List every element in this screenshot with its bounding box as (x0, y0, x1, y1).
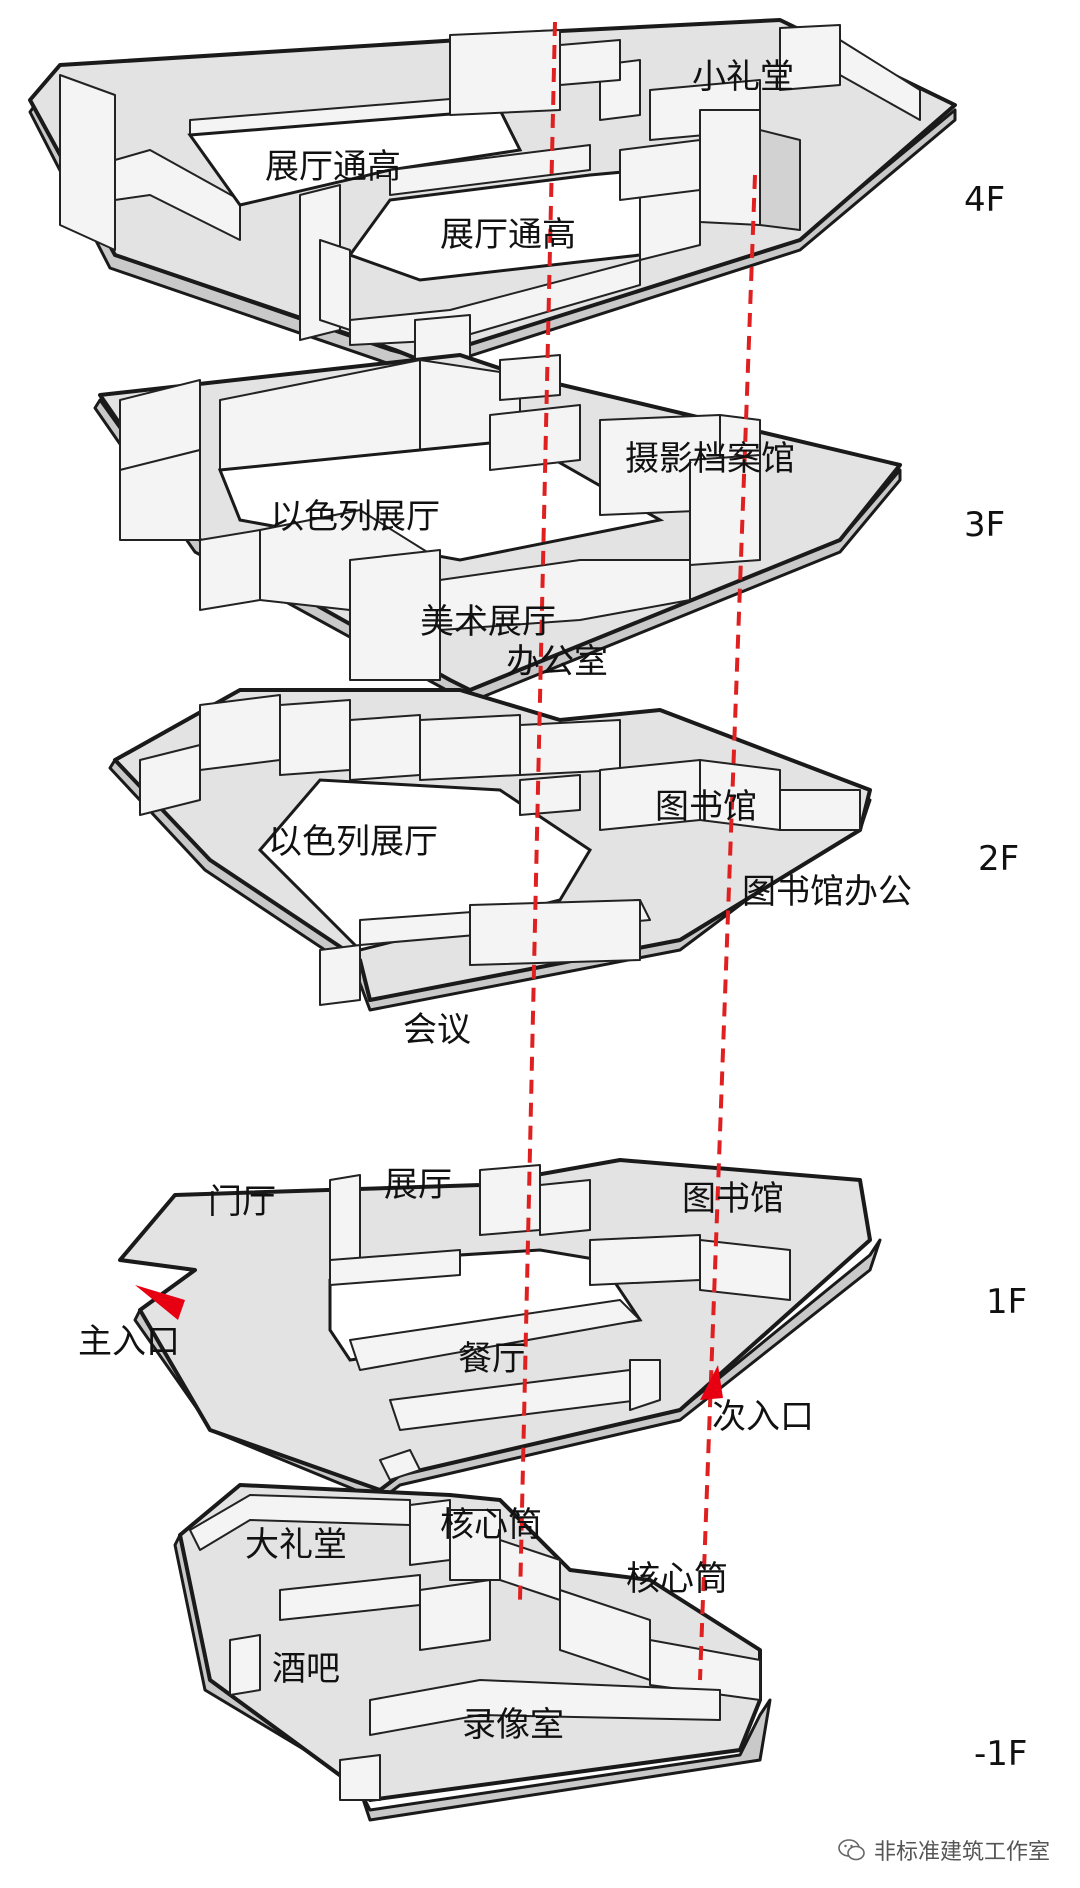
core-axis-right (698, 174, 757, 1681)
label-side-entrance: 次入口 (712, 1397, 814, 1437)
label-art-gallery: 美术展厅 (420, 602, 556, 642)
label-atrium-b: 展厅通高 (440, 215, 576, 255)
label-lobby: 门厅 (208, 1182, 276, 1222)
floor-plate-b1 (173, 1483, 772, 1822)
label-israel-gallery-3f: 以色列展厅 (270, 497, 440, 537)
label-library-2f: 图书馆 (655, 787, 757, 827)
floor-plate-1f (118, 1158, 882, 1502)
floor-marker-2f: 2F (978, 839, 1020, 879)
core-axis-left (518, 21, 557, 1601)
main-entrance-arrow (135, 1285, 185, 1320)
vertical-core-axes (518, 21, 757, 1681)
label-israel-gallery-2f: 以色列展厅 (268, 822, 438, 862)
floor-plate-2f (108, 688, 872, 1012)
label-small-hall: 小礼堂 (692, 57, 794, 97)
label-core-a: 核心筒 (440, 1505, 542, 1545)
floor-marker-1f: 1F (986, 1282, 1028, 1322)
label-library-1f: 图书馆 (682, 1179, 784, 1219)
label-bar: 酒吧 (272, 1649, 340, 1689)
label-recording-room: 录像室 (462, 1705, 564, 1745)
floor-marker-4f: 4F (964, 180, 1006, 220)
label-auditorium: 大礼堂 (245, 1525, 347, 1565)
floor-marker-b1: -1F (974, 1734, 1028, 1774)
label-main-entrance: 主入口 (78, 1322, 180, 1362)
watermark: 非标准建筑工作室 (838, 1834, 1050, 1866)
label-core-b: 核心筒 (626, 1559, 728, 1599)
label-photo-archive: 摄影档案馆 (625, 439, 795, 479)
label-restaurant: 餐厅 (458, 1339, 526, 1379)
floor-marker-3f: 3F (964, 505, 1006, 545)
watermark-text: 非标准建筑工作室 (873, 1840, 1050, 1865)
wechat-icon (838, 1839, 865, 1861)
side-entrance-arrow (700, 1365, 723, 1400)
label-office: 办公室 (506, 642, 608, 682)
label-meeting: 会议 (403, 1010, 471, 1050)
label-gallery-1f: 展厅 (384, 1165, 452, 1205)
floor-plate-4f (28, 18, 957, 374)
label-atrium-a: 展厅通高 (265, 147, 401, 187)
floor-plate-3f (93, 353, 902, 704)
label-library-office: 图书馆办公 (742, 872, 912, 912)
